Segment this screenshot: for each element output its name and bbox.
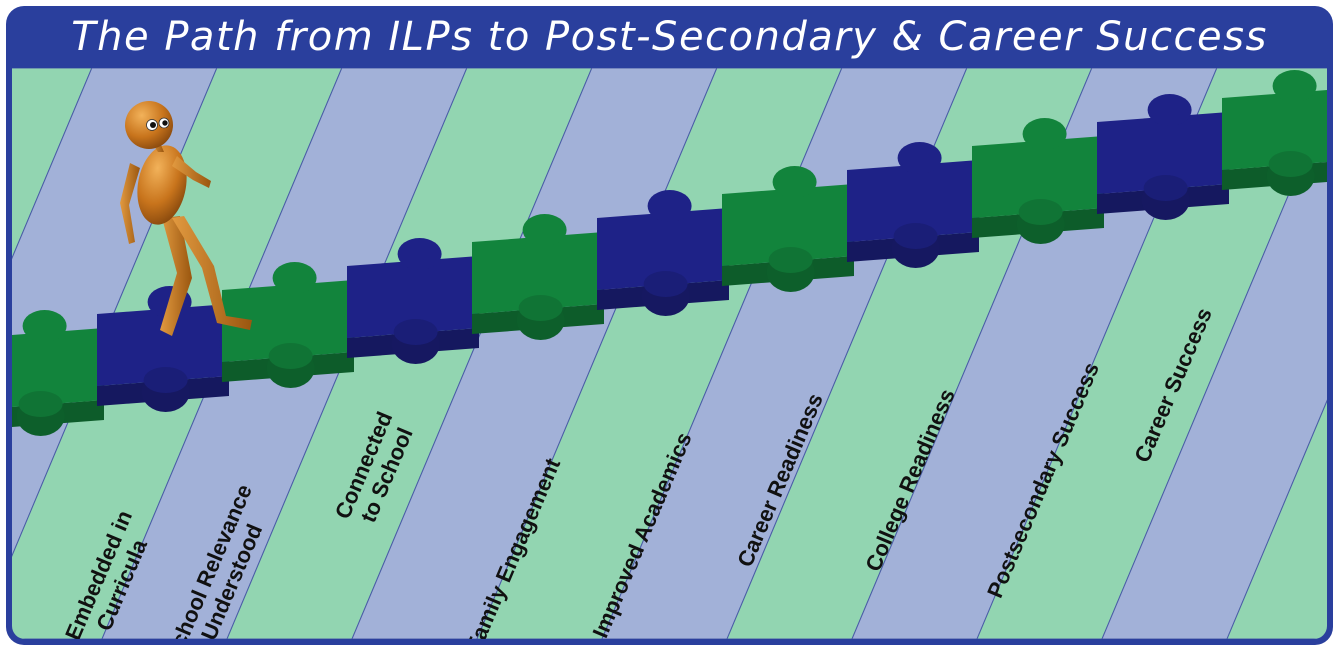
walking-figure-icon xyxy=(120,101,252,336)
diagram-title: The Path from ILPs to Post-Secondary & C… xyxy=(71,14,1268,60)
puzzle-piece-icon xyxy=(1097,94,1259,220)
background-stripe xyxy=(976,68,1327,639)
puzzle-piece-icon xyxy=(1222,70,1327,196)
diagram-frame: The Path from ILPs to Post-Secondary & C… xyxy=(6,6,1333,645)
background-stripe xyxy=(1101,101,1327,639)
background-stripe xyxy=(1226,399,1327,639)
puzzle-piece-icon xyxy=(347,238,509,364)
puzzle-path xyxy=(12,70,1327,436)
puzzle-piece-icon xyxy=(722,166,884,292)
puzzle-piece-icon xyxy=(472,214,634,340)
